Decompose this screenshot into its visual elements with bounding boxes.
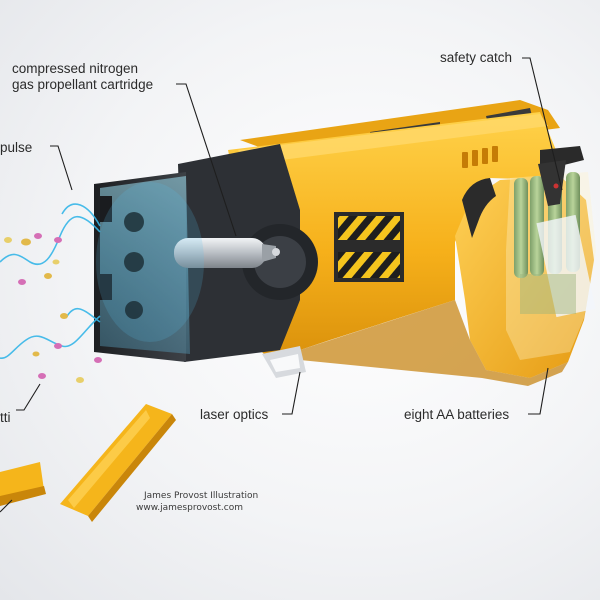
pulse-label: pulse (0, 140, 33, 155)
safety-catch-switch (538, 146, 584, 206)
cartridge-block (94, 144, 318, 362)
pulse-wires (0, 203, 101, 359)
confetti-label: tti (0, 410, 11, 425)
laser-optics-label: laser optics (200, 407, 269, 422)
hazard-stripes (334, 212, 404, 282)
laser-optics-lens (262, 346, 306, 378)
confetti-dots (4, 233, 102, 383)
ejected-doors (0, 404, 176, 522)
credit-name: James Provost Illustration (144, 491, 259, 501)
leader-lines (0, 57, 563, 513)
batteries-label: eight AA batteries (404, 407, 510, 422)
cartridge-label-line1: compressed nitrogen (12, 61, 139, 76)
safety-catch-label: safety catch (440, 50, 513, 65)
credit-url: www.jamesprovost.com (136, 503, 243, 513)
cartridge-label-line2: gas propellant cartridge (12, 77, 154, 92)
